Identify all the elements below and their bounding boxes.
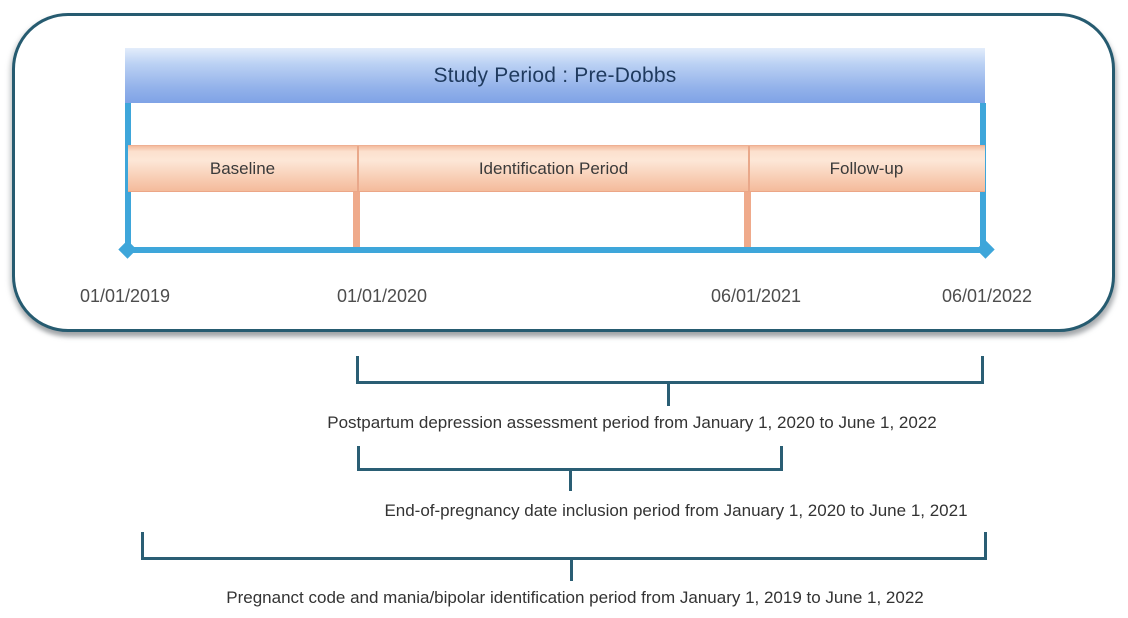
date-label-2022: 06/01/2022 xyxy=(941,286,1033,306)
bracket-postpartum-line xyxy=(356,381,984,384)
bracket-identification-line xyxy=(141,557,987,560)
annotation-identification: Pregnanct code and mania/bipolar identif… xyxy=(226,588,924,607)
bracket-inclusion-center-tick xyxy=(569,468,572,491)
phase-label-identification: Identification Period xyxy=(478,158,629,178)
date-label-2021: 06/01/2021 xyxy=(710,286,802,306)
phase-divider-tick-2020 xyxy=(353,192,360,250)
date-label-2019: 01/01/2019 xyxy=(79,286,171,306)
annotation-inclusion: End-of-pregnancy date inclusion period f… xyxy=(384,501,968,520)
study-period-header: Study Period : Pre-Dobbs xyxy=(125,48,985,103)
bracket-postpartum-left-tick xyxy=(356,356,359,384)
phase-segment-followup: Follow-up xyxy=(748,146,983,191)
timeline-axis xyxy=(125,247,991,253)
phase-segment-baseline: Baseline xyxy=(128,146,357,191)
study-period-title: Study Period : Pre-Dobbs xyxy=(433,63,677,87)
bracket-identification-left-tick xyxy=(141,532,144,560)
phase-bar: Baseline Identification Period Follow-up xyxy=(128,145,985,192)
annotation-postpartum: Postpartum depression assessment period … xyxy=(327,413,937,432)
phase-label-followup: Follow-up xyxy=(829,158,904,178)
date-label-2020: 01/01/2020 xyxy=(336,286,428,306)
phase-segment-identification: Identification Period xyxy=(357,146,748,191)
bracket-inclusion-left-tick xyxy=(357,446,360,471)
bracket-inclusion-right-tick xyxy=(780,446,783,471)
bracket-postpartum-right-tick xyxy=(981,356,984,384)
bracket-postpartum-center-tick xyxy=(667,381,670,406)
phase-label-baseline: Baseline xyxy=(209,158,276,178)
bracket-identification-right-tick xyxy=(984,532,987,560)
phase-divider-tick-2021 xyxy=(744,192,751,250)
bracket-identification-center-tick xyxy=(570,557,573,581)
